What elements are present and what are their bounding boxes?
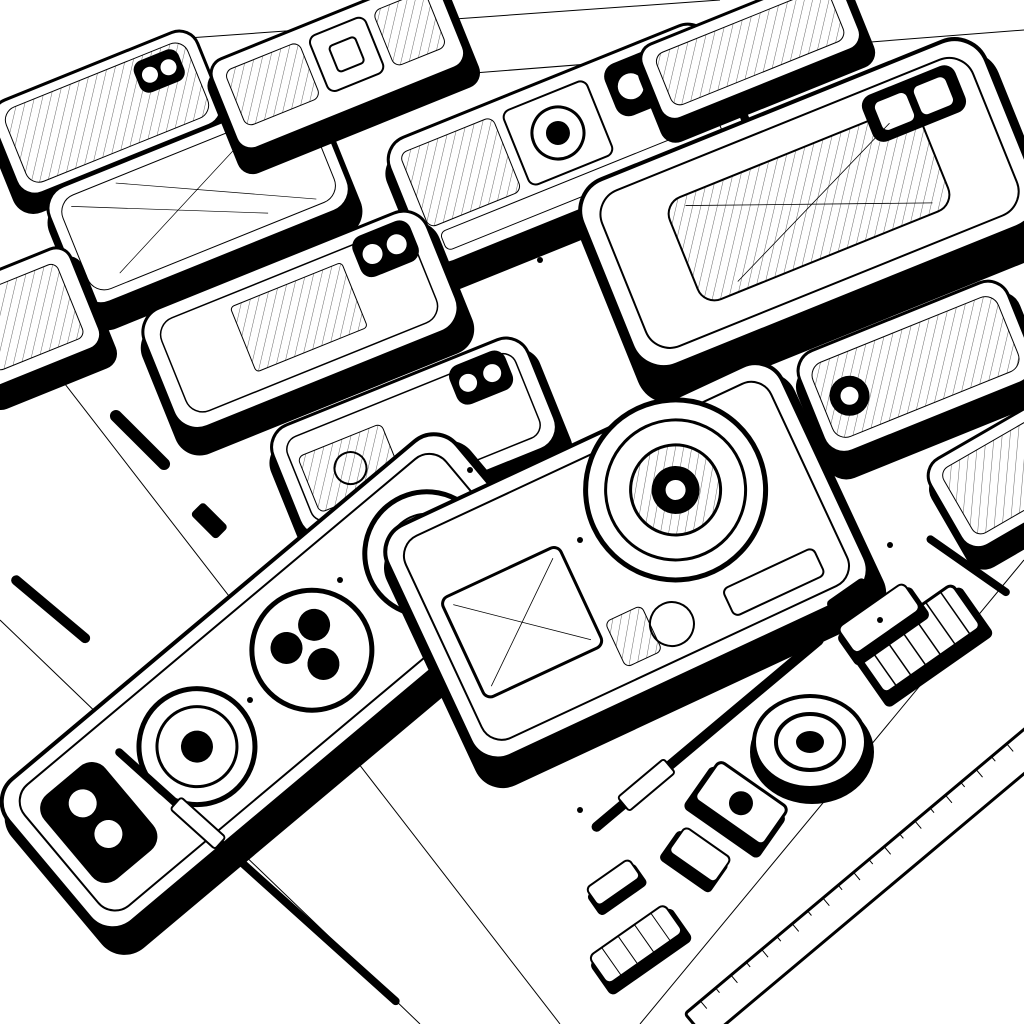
drafting-tools xyxy=(11,409,1024,1024)
small-modules-bottom xyxy=(191,503,788,995)
construction-marks xyxy=(247,257,893,813)
phone-case-large-right xyxy=(578,37,1024,404)
device-tray-center xyxy=(383,361,887,789)
phone-case-far-right xyxy=(926,399,1024,570)
phone-case-top-left xyxy=(0,29,228,214)
phone-case-left-edge xyxy=(0,246,118,411)
phone-case-right-small xyxy=(795,279,1024,480)
phone-case-top-right xyxy=(637,0,876,143)
phone-case-middle xyxy=(140,209,475,456)
phone-case-top-center xyxy=(207,0,481,175)
lens-puck xyxy=(750,694,874,804)
small-parts-right xyxy=(827,578,993,707)
